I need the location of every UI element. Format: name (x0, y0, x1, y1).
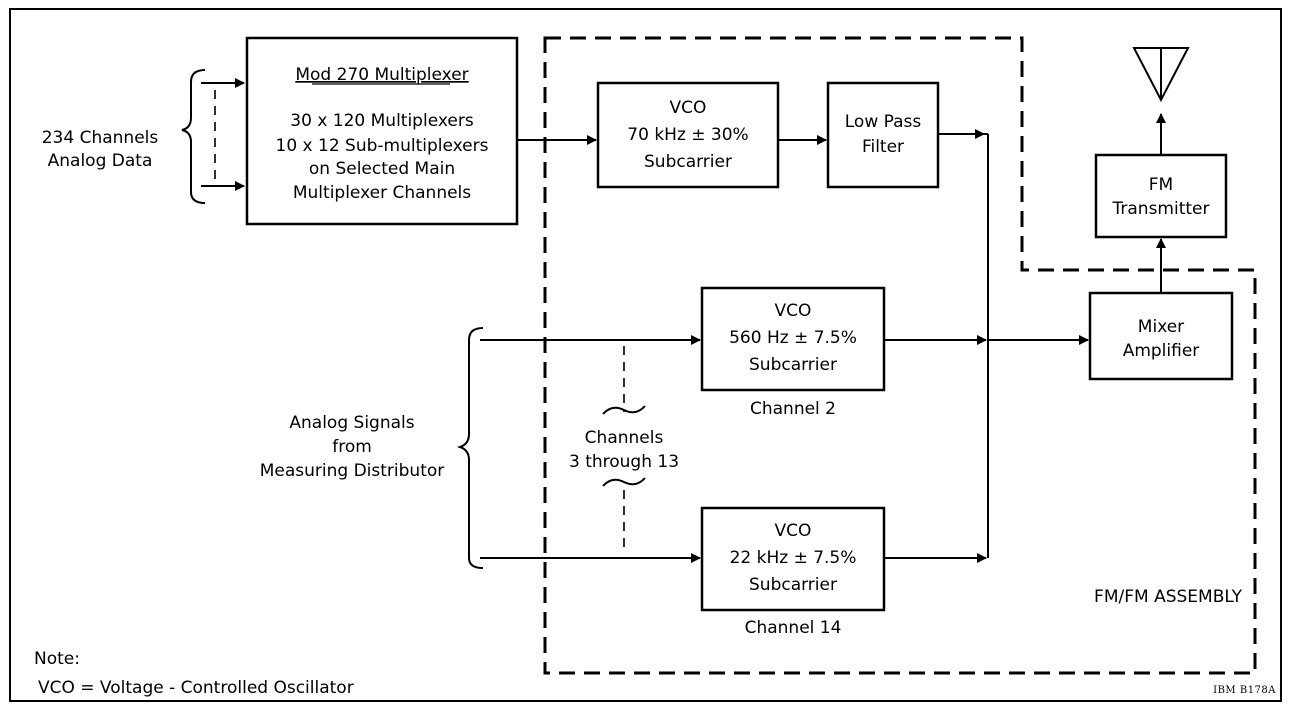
fm-transmitter-line1: FM (1149, 175, 1173, 195)
vco-ch14-line1: VCO (775, 521, 812, 541)
vco-ch2-line1: VCO (775, 301, 812, 321)
vco-70khz-box (596, 81, 780, 189)
mixer-amplifier-line1: Mixer (1138, 317, 1184, 337)
analog-signals-brace (456, 327, 484, 569)
vco-70khz-line3: Subcarrier (644, 152, 732, 172)
fmfm-assembly-boundary (543, 36, 1257, 675)
mixer-amplifier-line2: Amplifier (1123, 341, 1200, 361)
vco-ch2-caption: Channel 2 (750, 399, 836, 419)
vco-70khz-line2: 70 kHz ± 30% (627, 125, 748, 145)
low-pass-filter-line2: Filter (862, 137, 904, 157)
multiplexer-box (245, 36, 519, 226)
vco-ch2-line3: Subcarrier (749, 355, 837, 375)
mixer-amplifier-box (1088, 291, 1234, 381)
multiplexer-line2: 10 x 12 Sub-multiplexers (276, 136, 489, 156)
vco-ch2-line2: 560 Hz ± 7.5% (729, 328, 857, 348)
fm-transmitter-box (1094, 153, 1228, 239)
note-title: Note: (34, 649, 80, 669)
multiplexer-title: Mod 270 Multiplexer (295, 65, 468, 85)
fmfm-assembly-label: FM/FM ASSEMBLY (1094, 587, 1243, 607)
vco-70khz-line1: VCO (670, 98, 707, 118)
low-pass-filter-line1: Low Pass (845, 112, 922, 132)
low-pass-filter-box (826, 81, 940, 189)
figure-frame (9, 8, 1282, 702)
left-input-brace (181, 69, 206, 204)
channels-range-line2: 3 through 13 (569, 452, 679, 472)
multiplexer-line1: 30 x 120 Multiplexers (290, 111, 474, 131)
channels-break-mark-upper (602, 405, 646, 415)
multiplexer-line4: Multiplexer Channels (293, 183, 471, 203)
vco-ch14-line2: 22 kHz ± 7.5% (730, 548, 857, 568)
figure-id: IBM B178A (1213, 685, 1276, 696)
vco-ch14-caption: Channel 14 (745, 618, 842, 638)
vco-ch14-line3: Subcarrier (749, 575, 837, 595)
analog-signals-line3: Measuring Distributor (260, 461, 445, 481)
left-input-label-line2: Analog Data (48, 151, 153, 171)
channels-range-line1: Channels (585, 428, 664, 448)
note-text: VCO = Voltage - Controlled Oscillator (38, 678, 354, 698)
fm-transmitter-line2: Transmitter (1112, 199, 1210, 219)
channels-break-mark-lower (602, 477, 646, 487)
analog-signals-line2: from (332, 437, 372, 457)
analog-signals-line1: Analog Signals (289, 413, 414, 433)
left-input-label-line1: 234 Channels (42, 128, 159, 148)
multiplexer-line3: on Selected Main (309, 159, 455, 179)
